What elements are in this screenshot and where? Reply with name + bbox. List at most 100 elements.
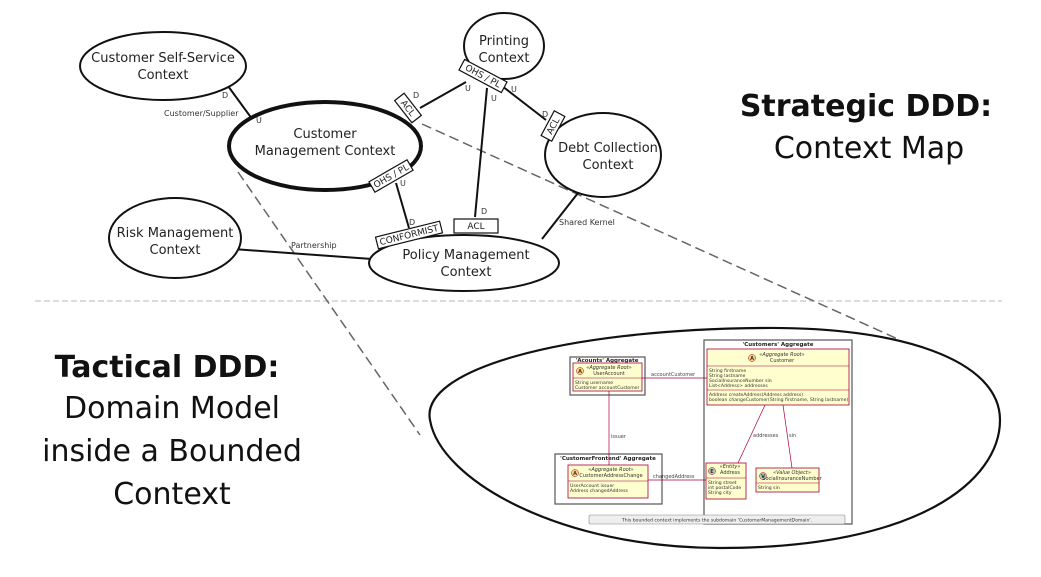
context-self-service-line2: Context xyxy=(138,68,189,83)
svg-text:sin: sin xyxy=(789,433,796,439)
link-addresses xyxy=(737,404,766,464)
context-printing-line1: Printing xyxy=(479,34,529,49)
package-accounts-title: 'Acounts' Aggregate xyxy=(576,358,639,364)
aggregate-icon xyxy=(571,469,579,477)
marker-d-acl-debt: D xyxy=(542,110,548,119)
svg-text:Address: Address xyxy=(720,470,740,476)
svg-text:Customer: Customer xyxy=(770,358,795,364)
svg-text:SocialInsuranceNumber: SocialInsuranceNumber xyxy=(762,476,822,482)
context-self-service[interactable] xyxy=(79,31,247,101)
context-risk-line1: Risk Management xyxy=(117,226,234,241)
value-object-icon xyxy=(759,472,767,480)
context-customer-management[interactable] xyxy=(227,100,423,192)
svg-text:String username: String username xyxy=(575,380,613,386)
marker-d-acl-cm: D xyxy=(413,91,419,100)
class-customeraddresschange[interactable] xyxy=(567,464,649,499)
tactical-line2: inside a Bounded xyxy=(42,434,302,469)
context-debt-line1: Debt Collection xyxy=(558,141,658,156)
svg-text:A: A xyxy=(573,471,577,477)
context-risk-line2: Context xyxy=(150,243,201,258)
svg-text:accountCustomer: accountCustomer xyxy=(651,372,696,378)
zoom-projection-line-left xyxy=(237,171,421,436)
svg-text:Address createAddress(Address: Address createAddress(Address address) xyxy=(709,392,803,398)
svg-text:A: A xyxy=(750,356,754,362)
relation-line-printing-cm xyxy=(419,81,467,109)
svg-text:A: A xyxy=(578,369,582,375)
context-self-service-line1: Customer Self-Service xyxy=(91,51,235,66)
svg-text:List<Address> addresses: List<Address> addresses xyxy=(709,383,768,389)
strategic-title: Strategic DDD: xyxy=(740,89,992,124)
aggregate-icon xyxy=(576,367,584,375)
relation-line-printing-policy xyxy=(474,87,488,218)
svg-text:SocialInsuranceNumber sin: SocialInsuranceNumber sin xyxy=(709,378,772,384)
bounded-context-note xyxy=(588,514,846,525)
tactical-line1: Domain Model xyxy=(64,391,280,426)
relation-line-shared-kernel xyxy=(541,192,579,240)
svg-text:«Aggregate Root»: «Aggregate Root» xyxy=(588,467,634,473)
marker-d-self-service: D xyxy=(222,91,228,100)
svg-text:int postalCode: int postalCode xyxy=(708,485,741,491)
svg-text:String firstname: String firstname xyxy=(709,368,746,374)
tag-acl-policy: ACL xyxy=(453,218,499,234)
tactical-title: Tactical DDD: xyxy=(55,350,280,385)
marker-d-acl-policy: D xyxy=(481,207,487,216)
svg-text:V: V xyxy=(761,474,765,480)
tag-acl-debt: ACL xyxy=(540,110,566,142)
svg-text:UserAccount issuer: UserAccount issuer xyxy=(570,483,614,489)
entity-icon xyxy=(708,467,716,475)
svg-text:E: E xyxy=(710,469,714,475)
context-printing[interactable] xyxy=(463,12,545,80)
context-printing-line2: Context xyxy=(479,51,530,66)
svg-text:String sin: String sin xyxy=(758,485,780,491)
strategic-subtitle: Context Map xyxy=(774,131,964,166)
svg-text:addresses: addresses xyxy=(753,433,779,439)
svg-text:«Aggregate Root»: «Aggregate Root» xyxy=(759,352,805,358)
svg-text:Customer accountCustomer: Customer accountCustomer xyxy=(575,385,640,391)
link-sin xyxy=(782,404,793,469)
svg-text:String street: String street xyxy=(708,480,737,486)
context-debt-collection[interactable] xyxy=(544,112,662,198)
svg-text:«Aggregate Root»: «Aggregate Root» xyxy=(586,365,632,371)
class-socialinsurancenumber[interactable] xyxy=(755,467,820,493)
marker-u-ohs-cm: U xyxy=(400,179,406,188)
svg-text:ACL: ACL xyxy=(467,222,484,232)
marker-u-cm-self: U xyxy=(256,116,262,125)
svg-text:«Value Object»: «Value Object» xyxy=(773,470,811,476)
svg-text:String lastname: String lastname xyxy=(709,373,746,379)
context-risk-management[interactable] xyxy=(108,197,242,279)
relation-line-cm-policy xyxy=(395,182,410,229)
class-customer[interactable] xyxy=(706,348,850,406)
svg-text:changedAddress: changedAddress xyxy=(653,474,695,480)
svg-text:This bounded context implement: This bounded context implements the subd… xyxy=(621,518,812,524)
svg-text:CustomerAddressChange: CustomerAddressChange xyxy=(579,473,642,479)
class-useraccount[interactable] xyxy=(572,362,643,392)
svg-text:String city: String city xyxy=(708,490,732,496)
svg-text:boolean changeCustomer(String: boolean changeCustomer(String firstname,… xyxy=(709,397,848,403)
zoom-projection-line-right xyxy=(421,123,901,341)
tactical-line3: Context xyxy=(113,477,231,512)
package-customers-title: 'Customers' Aggregate xyxy=(743,342,814,348)
svg-text:issuer: issuer xyxy=(611,434,627,440)
context-cm-line1: Customer xyxy=(293,127,357,142)
context-policy-line2: Context xyxy=(441,265,492,280)
context-debt-line2: Context xyxy=(583,158,634,173)
marker-d-conformist: D xyxy=(409,218,415,227)
tag-acl-cm: ACL xyxy=(393,92,423,124)
label-shared-kernel: Shared Kernel xyxy=(559,218,615,227)
context-cm-line2: Management Context xyxy=(255,144,396,159)
svg-text:Address changedAddress: Address changedAddress xyxy=(570,488,628,494)
marker-u-printing-3: U xyxy=(511,85,517,94)
domain-model: 'Acounts' Aggregate 'Customers' Aggregat… xyxy=(554,339,853,525)
marker-u-printing-2: U xyxy=(491,94,497,103)
relation-line-printing-debt xyxy=(501,85,547,121)
svg-text:«Entity»: «Entity» xyxy=(720,464,741,470)
package-frontend-title: 'CustomerFrontend' Aggregate xyxy=(560,456,656,462)
label-customer-supplier: Customer/Supplier xyxy=(164,109,239,118)
context-policy-management[interactable] xyxy=(368,234,560,292)
label-partnership: Partnership xyxy=(291,241,337,250)
marker-u-printing-1: U xyxy=(465,84,471,93)
svg-text:UserAccount: UserAccount xyxy=(593,371,625,377)
relation-line-partnership xyxy=(232,248,373,260)
aggregate-icon xyxy=(748,354,756,362)
